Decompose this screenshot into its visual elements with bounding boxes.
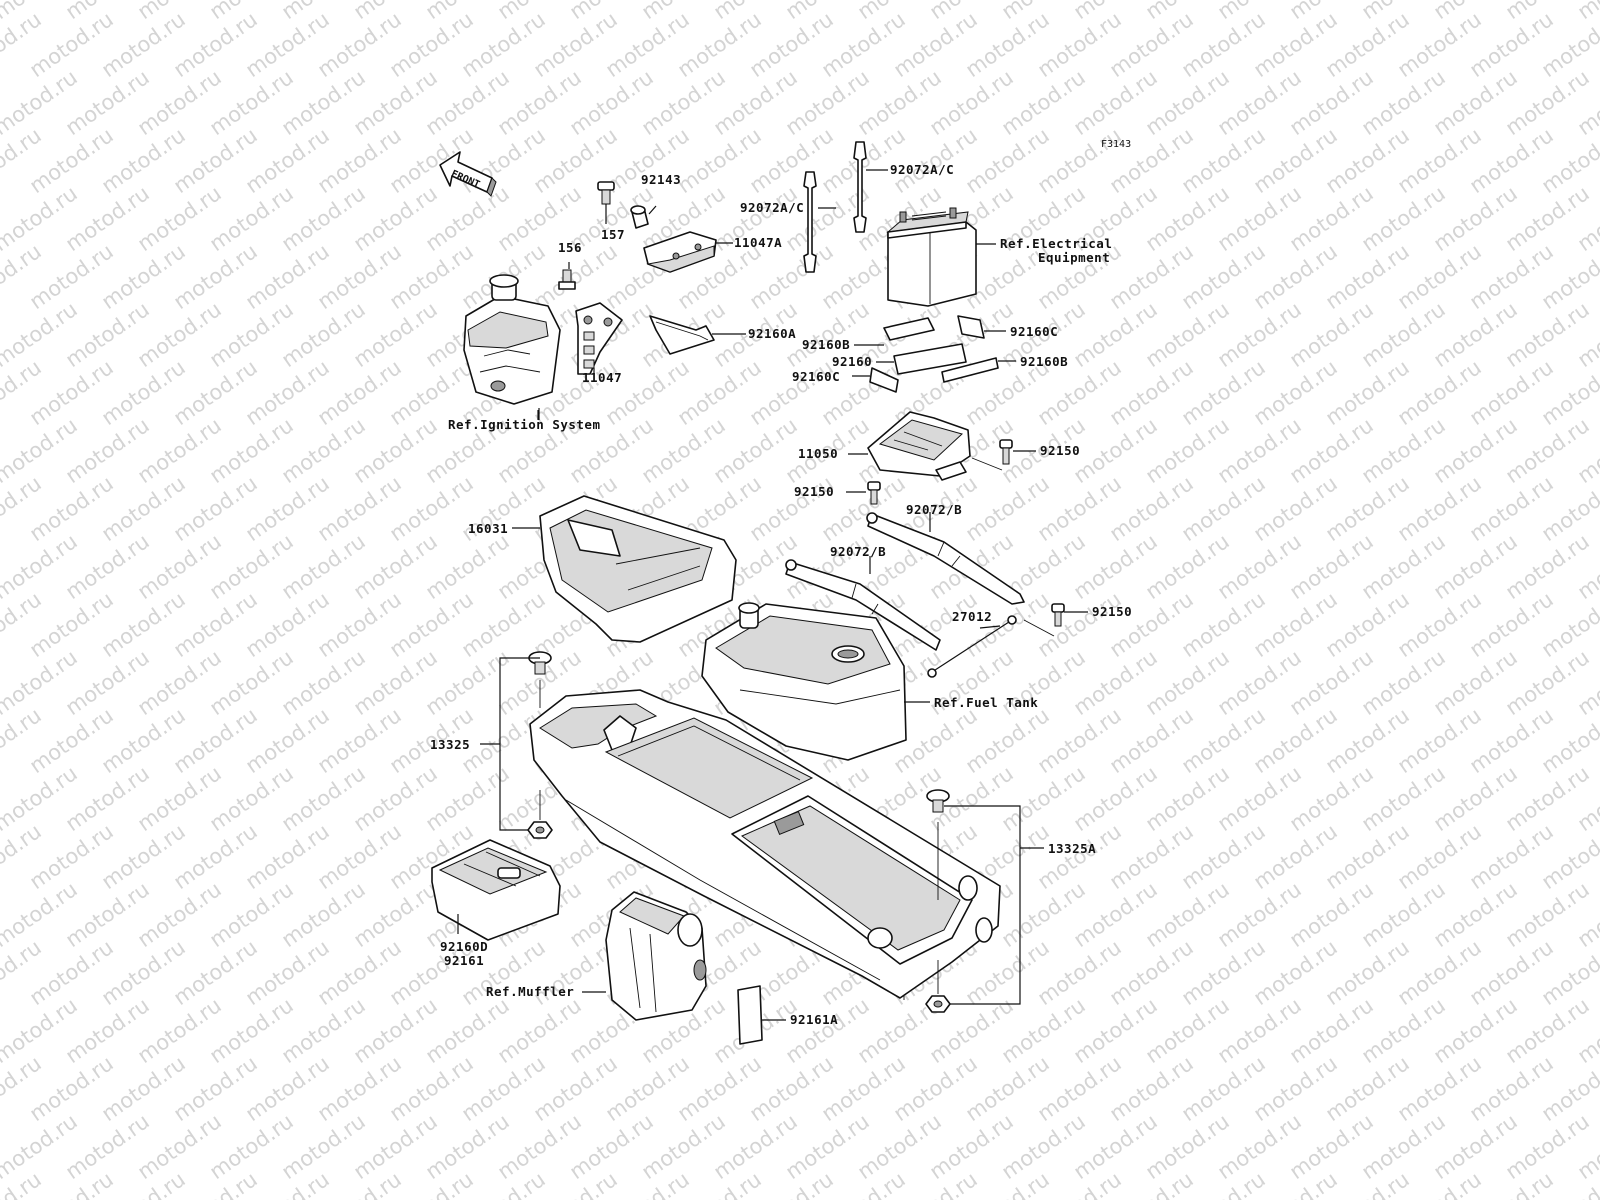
strap-92072AC-left bbox=[803, 171, 836, 273]
label-92160B-left: 92160B bbox=[802, 337, 850, 352]
label-27012: 27012 bbox=[952, 609, 992, 624]
label-92072B-top: 92072/B bbox=[906, 502, 962, 517]
nut-13325-bottom bbox=[527, 821, 553, 839]
label-92160C-left: 92160C bbox=[792, 369, 840, 384]
battery-case-11050 bbox=[848, 411, 971, 481]
pad-92160D bbox=[431, 839, 561, 941]
bracket-11047 bbox=[575, 302, 623, 375]
hull bbox=[529, 689, 1001, 1000]
bracket-13325 bbox=[480, 657, 541, 831]
label-16031: 16031 bbox=[468, 521, 508, 536]
strap-92072AC-right bbox=[853, 141, 888, 233]
sticker-92161A bbox=[737, 985, 786, 1045]
ignition-box bbox=[463, 274, 561, 420]
label-11047A: 11047A bbox=[734, 235, 782, 250]
label-92160A: 92160A bbox=[748, 326, 796, 341]
bolt-92150-a bbox=[971, 439, 1036, 471]
label-13325A: 13325A bbox=[1048, 841, 1096, 856]
pad-92160B-right bbox=[941, 357, 1016, 383]
label-92161A: 92161A bbox=[790, 1012, 838, 1027]
label-92072B-left: 92072/B bbox=[830, 544, 886, 559]
pad-92160B-left bbox=[854, 317, 935, 346]
strap-92072B-top bbox=[866, 512, 1025, 605]
label-ref-electrical-1: Ref.Electrical bbox=[1000, 236, 1112, 251]
plug-13325A-top bbox=[926, 789, 950, 813]
label-ref-ignition: Ref.Ignition System bbox=[448, 417, 601, 432]
label-157: 157 bbox=[601, 227, 625, 242]
label-92160B-right: 92160B bbox=[1020, 354, 1068, 369]
battery bbox=[886, 207, 996, 307]
tray-16031 bbox=[512, 495, 737, 643]
collar-92143 bbox=[630, 205, 657, 229]
label-92160: 92160 bbox=[832, 354, 872, 369]
label-92143: 92143 bbox=[641, 172, 681, 187]
label-92072AC-left: 92072A/C bbox=[740, 200, 804, 215]
label-ref-fuel-tank: Ref.Fuel Tank bbox=[934, 695, 1038, 710]
label-ref-muffler: Ref.Muffler bbox=[486, 984, 574, 999]
muffler bbox=[582, 891, 707, 1021]
pad-92160 bbox=[876, 343, 967, 375]
label-156: 156 bbox=[558, 240, 582, 255]
fuel-tank bbox=[701, 602, 930, 761]
label-92160C-right: 92160C bbox=[1010, 324, 1058, 339]
bracket-13325A bbox=[937, 805, 1044, 1005]
bolt-92150-b bbox=[846, 481, 881, 505]
bolt-156 bbox=[558, 262, 576, 290]
pad-92160A bbox=[649, 315, 746, 355]
label-92072AC-top: 92072A/C bbox=[890, 162, 954, 177]
label-92160D: 92160D bbox=[440, 939, 488, 954]
pad-92160C-left bbox=[852, 367, 899, 393]
bolt-92150-c bbox=[1023, 603, 1088, 637]
label-11050: 11050 bbox=[798, 446, 838, 461]
label-92150-b: 92150 bbox=[794, 484, 834, 499]
bolt-157 bbox=[597, 181, 615, 224]
part-labels: 92143 157 156 11047A 11047 Ref.Ignition … bbox=[430, 162, 1132, 1027]
nut-13325A-bottom bbox=[925, 995, 951, 1013]
cable-27012 bbox=[927, 615, 1017, 678]
label-92150-c: 92150 bbox=[1092, 604, 1132, 619]
label-92161: 92161 bbox=[444, 953, 484, 968]
label-11047: 11047 bbox=[582, 370, 622, 385]
figure-code: F3143 bbox=[1101, 139, 1131, 150]
strap-92072B-left bbox=[785, 556, 941, 651]
pad-92160C-right bbox=[957, 315, 1006, 339]
label-92150-a: 92150 bbox=[1040, 443, 1080, 458]
label-ref-electrical-2: Equipment bbox=[1038, 250, 1110, 265]
label-13325: 13325 bbox=[430, 737, 470, 752]
block-11047A bbox=[643, 231, 733, 273]
